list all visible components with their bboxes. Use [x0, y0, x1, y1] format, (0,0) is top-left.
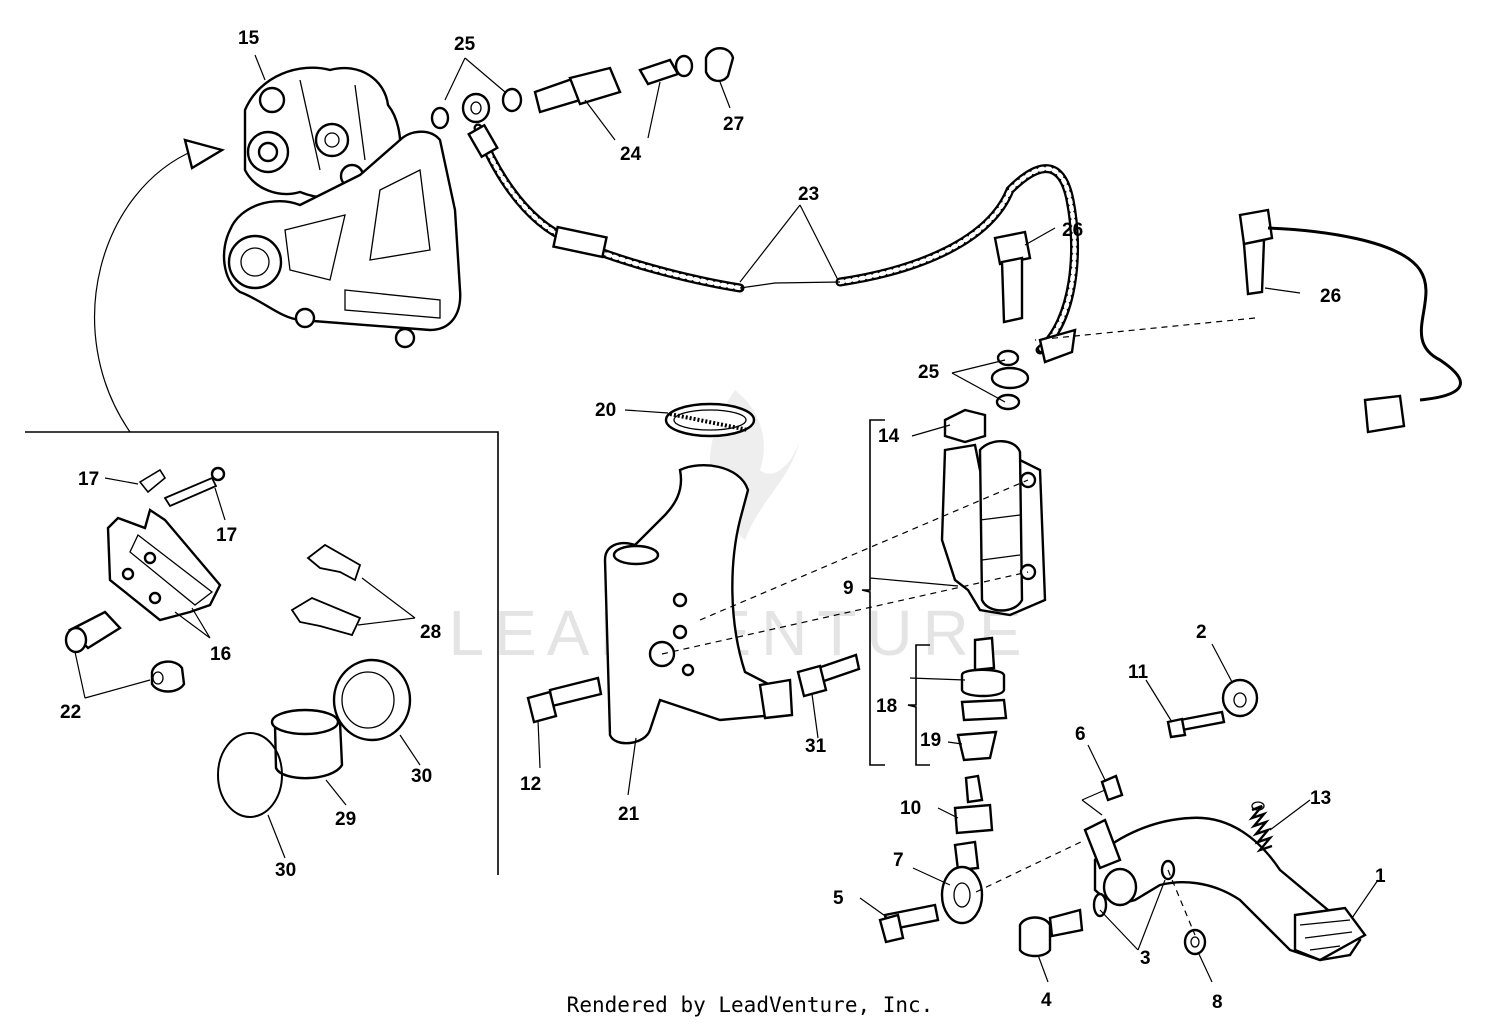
slide-bolt [64, 610, 122, 654]
brake-pedal [1083, 816, 1367, 962]
callout-29: 29 [335, 809, 356, 830]
callout-14: 14 [878, 426, 900, 447]
callout-26-left: 26 [1062, 220, 1083, 241]
reservoir-cap [943, 408, 987, 444]
callout-labels: 15 25 24 27 23 26 26 25 14 9 18 19 10 7 … [60, 28, 1386, 1013]
group-brace-18 [907, 644, 930, 766]
callout-21: 21 [618, 804, 640, 825]
callout-17-left: 17 [78, 469, 99, 490]
master-cylinder-banjo-bolt [993, 230, 1032, 324]
callout-1: 1 [1375, 866, 1386, 887]
bracket-bolt-left [526, 676, 603, 724]
callout-27: 27 [723, 114, 744, 135]
switch-alignment-line [1034, 317, 1256, 341]
stopper-bolt [1166, 710, 1226, 739]
piston-dust-seal [332, 658, 412, 742]
callout-12: 12 [520, 774, 541, 795]
rear-master-cylinder [940, 440, 1047, 617]
brake-hose [467, 123, 1080, 364]
bleeder-fittings [533, 54, 694, 114]
pad-spring-clips [290, 543, 362, 637]
bleeder-cap [704, 47, 735, 83]
callout-20: 20 [595, 400, 616, 421]
clevis-rod [953, 774, 994, 835]
callout-2: 2 [1196, 622, 1207, 643]
callout-28: 28 [420, 622, 441, 643]
pad-pin [163, 466, 226, 508]
clevis-alignment [975, 839, 1086, 893]
callout-25-top: 25 [454, 34, 476, 55]
callout-25-right: 25 [918, 362, 940, 383]
callout-30-left: 30 [275, 860, 296, 881]
nut-guide-lines [1081, 789, 1106, 816]
callout-9: 9 [843, 578, 854, 599]
clevis-bolt [878, 903, 940, 944]
callout-15: 15 [238, 28, 260, 49]
pedal-stop-nut [1100, 774, 1124, 802]
render-credit-footer: Rendered by LeadVenture, Inc. [566, 993, 934, 1017]
clevis [940, 840, 984, 925]
bracket-bolt-right [796, 653, 861, 698]
piston-o-ring [217, 732, 283, 818]
callout-24: 24 [620, 144, 642, 165]
hose-clamp [664, 402, 756, 438]
pad-pin-clip [138, 468, 167, 494]
caliper-piston [270, 708, 344, 780]
callout-10: 10 [900, 798, 921, 819]
rod-boot [956, 730, 998, 762]
callout-13: 13 [1310, 788, 1331, 809]
callout-3: 3 [1140, 948, 1151, 969]
leader-lines [74, 54, 1379, 983]
callout-31: 31 [805, 736, 827, 757]
group-brace-9 [861, 419, 885, 766]
pedal-washer-outer [1183, 928, 1207, 956]
push-rod [960, 636, 1008, 722]
master-cylinder-washers [990, 349, 1030, 411]
callout-22: 22 [60, 702, 81, 723]
callout-6: 6 [1075, 724, 1086, 745]
caliper-banjo-washers [430, 87, 523, 130]
pedal-stopper [1221, 678, 1259, 718]
caliper-bracket [222, 130, 462, 349]
pedal-pivot-bolt [1018, 908, 1084, 958]
brake-light-switch [1238, 208, 1462, 434]
callout-4: 4 [1041, 990, 1052, 1011]
inset-pointer-arrow [93, 138, 226, 433]
caliper-plug [150, 660, 186, 693]
washer-alignment [1167, 869, 1196, 936]
callout-16: 16 [210, 644, 231, 665]
upper-bolt-alignment [699, 479, 1029, 621]
lower-bolt-alignment [661, 571, 1029, 655]
pedal-return-spring [1248, 801, 1274, 853]
callout-17-right: 17 [216, 525, 237, 546]
callout-11: 11 [1128, 662, 1149, 683]
callout-18: 18 [876, 696, 897, 717]
callout-7: 7 [893, 850, 904, 871]
callout-30-right: 30 [411, 766, 432, 787]
callout-19: 19 [920, 730, 941, 751]
callout-8: 8 [1212, 992, 1223, 1013]
master-cylinder-bracket [603, 463, 794, 745]
callout-5: 5 [833, 888, 844, 909]
caliper-detail-inset [25, 431, 499, 875]
callout-26-right: 26 [1320, 286, 1341, 307]
brake-pads [106, 508, 222, 622]
callout-23: 23 [798, 184, 819, 205]
pedal-washers [1092, 859, 1176, 918]
